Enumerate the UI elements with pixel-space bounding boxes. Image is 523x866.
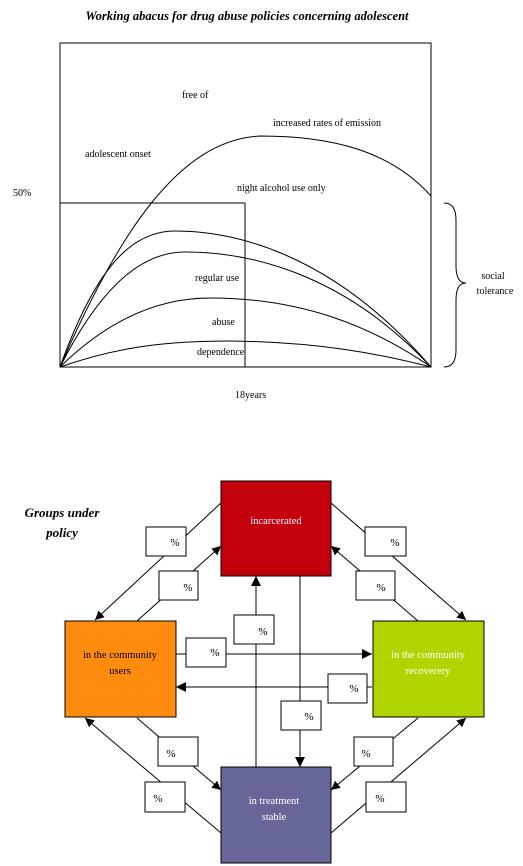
label-increased-rates: increased rates of emission — [273, 118, 381, 129]
groups-title-line1: Groups under — [25, 505, 101, 520]
percent-box-treatment-incarcerated-text: % — [258, 626, 267, 638]
abacus-title: Working abacus for drug abuse policies c… — [85, 9, 409, 23]
percent-box-users-recovery-text: % — [210, 647, 219, 659]
curve-regular-use — [59, 251, 432, 368]
percent-box-users-recovery-rect — [185, 637, 227, 668]
percent-box-inc-recovery-inner-rect — [355, 570, 396, 601]
percent-box-users-treatment-inner-text: % — [166, 748, 175, 760]
box-treatment-line1: in treatment — [249, 796, 300, 807]
brace-label-line2: tolerance — [477, 286, 514, 297]
percent-box-treatment-recovery-outer-rect — [365, 781, 407, 813]
box-community-recovery-line2: recoverery — [406, 666, 452, 677]
box-incarcerated-label: incarcerated — [250, 516, 302, 527]
box-community-users: in the community users — [64, 620, 177, 718]
percent-box-recovery-treatment-inner[interactable]: % — [353, 736, 394, 767]
box-treatment-line2: stable — [262, 812, 287, 823]
percent-box-users-recovery[interactable]: % — [185, 637, 227, 668]
percent-box-incarcerated-treatment-text: % — [304, 711, 313, 723]
percent-box-incarcerated-treatment[interactable]: % — [280, 700, 322, 731]
percent-box-inc-users-outer-rect — [145, 526, 187, 557]
percent-box-treatment-incarcerated-rect — [233, 614, 275, 645]
percent-box-recovery-users-rect — [327, 673, 368, 704]
abacus-inner-frame — [59, 202, 246, 368]
box-community-recovery: in the community recoverery — [372, 620, 485, 718]
percent-box-incarcerated-treatment-rect — [280, 700, 322, 731]
box-community-recovery-line1: in the community — [391, 650, 466, 661]
box-community-recovery-rect — [372, 620, 485, 718]
percent-box-inc-users-outer-text: % — [170, 537, 179, 549]
percent-box-inc-recovery-outer-rect — [364, 526, 407, 557]
percent-box-treatment-recovery-outer-text: % — [375, 793, 384, 805]
groups-title-line2: policy — [45, 525, 78, 540]
percent-box-recovery-users[interactable]: % — [327, 673, 368, 704]
arrow-treatment-to-recovery — [330, 717, 467, 834]
curve-increased-rates — [59, 135, 432, 368]
box-community-users-line1: in the community — [83, 650, 158, 661]
percent-box-inc-recovery-outer[interactable]: % — [364, 526, 407, 557]
label-night-alcohol: night alcohol use only — [237, 183, 326, 194]
box-incarcerated-rect — [220, 480, 332, 577]
arrow-incarcerated-to-recovery — [330, 502, 467, 621]
label-abuse: abuse — [212, 317, 235, 328]
percent-box-treatment-users-outer-text: % — [153, 793, 162, 805]
box-incarcerated: incarcerated — [220, 480, 332, 577]
box-community-users-line2: users — [109, 666, 131, 677]
percent-box-recovery-treatment-inner-text: % — [361, 748, 370, 760]
curve-abuse — [59, 297, 432, 368]
percent-box-inc-users-inner-rect — [158, 570, 199, 601]
percent-box-treatment-incarcerated[interactable]: % — [233, 614, 275, 645]
tolerance-brace — [443, 202, 467, 368]
percent-box-inc-recovery-outer-text: % — [390, 537, 399, 549]
brace-label-line1: social — [481, 271, 505, 282]
percent-box-users-treatment-inner[interactable]: % — [157, 736, 199, 767]
label-regular-use: regular use — [195, 273, 240, 284]
percent-box-inc-recovery-inner-text: % — [376, 582, 385, 594]
y-marker-50pct: 50% — [13, 188, 31, 199]
percent-box-users-treatment-inner-rect — [157, 736, 199, 767]
label-dependence: dependence — [197, 347, 245, 358]
box-community-users-rect — [64, 620, 177, 718]
percent-box-inc-users-inner[interactable]: % — [158, 570, 199, 601]
percent-box-treatment-users-outer[interactable]: % — [144, 781, 186, 813]
label-free-of: free of — [182, 90, 209, 101]
box-treatment: in treatment stable — [220, 766, 332, 864]
curve-dependence — [59, 340, 432, 368]
label-adolescent-onset: adolescent onset — [85, 149, 151, 160]
box-treatment-rect — [220, 766, 332, 864]
percent-box-treatment-recovery-outer[interactable]: % — [365, 781, 407, 813]
x-axis-label: 18years — [235, 390, 266, 401]
arrow-incarcerated-to-users — [94, 502, 222, 621]
percent-box-recovery-treatment-inner-rect — [353, 736, 394, 767]
percent-box-inc-users-inner-text: % — [183, 582, 192, 594]
arrow-treatment-to-users — [84, 717, 222, 834]
percent-box-inc-recovery-inner[interactable]: % — [355, 570, 396, 601]
percent-box-inc-users-outer[interactable]: % — [145, 526, 187, 557]
percent-box-treatment-users-outer-rect — [144, 781, 186, 813]
percent-box-recovery-users-text: % — [349, 683, 358, 695]
curve-night-alcohol — [59, 230, 432, 368]
